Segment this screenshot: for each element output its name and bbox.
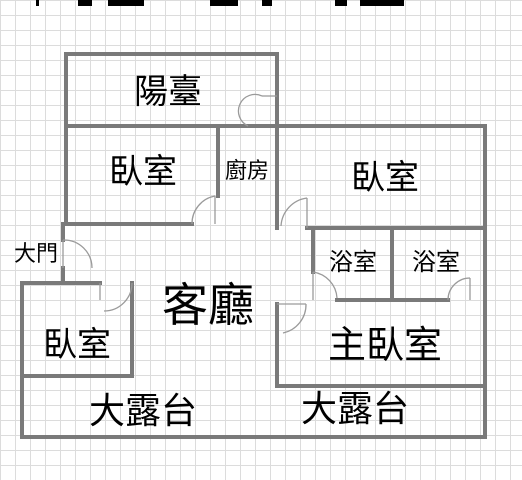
bedroom-3-walls	[20, 281, 134, 439]
room-label-terrace-left: 大露台	[88, 391, 198, 432]
room-label-bath-2: 浴室	[412, 248, 460, 276]
master-bedroom-walls	[275, 302, 487, 388]
room-label-bedroom-1: 臥室	[109, 152, 177, 192]
doors	[62, 93, 471, 334]
bedroom-1-walls	[64, 124, 194, 226]
bedroom-2-walls	[275, 124, 487, 230]
room-label-bath-1: 浴室	[329, 248, 377, 276]
room-label-terrace-right: 大露台	[300, 389, 410, 430]
walls	[20, 52, 487, 439]
room-label-bedroom-2: 臥室	[351, 158, 419, 198]
room-label-living-room: 客廳	[162, 278, 254, 332]
room-label-kitchen: 廚房	[224, 159, 270, 184]
cropped-top-text	[0, 0, 522, 8]
room-label-main-door: 大門	[13, 242, 59, 267]
balcony-walls	[64, 52, 279, 128]
room-label-bedroom-3: 臥室	[43, 325, 111, 365]
room-label-master-bedroom: 主臥室	[327, 323, 443, 367]
room-label-balcony: 陽臺	[134, 72, 202, 112]
